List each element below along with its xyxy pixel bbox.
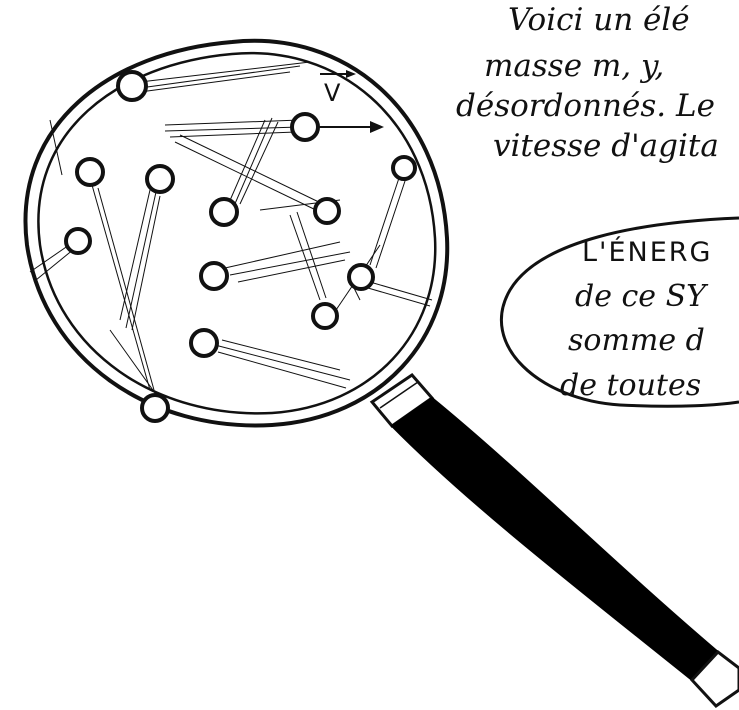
bubble-line-2: de ce SY — [575, 279, 709, 314]
molecule — [77, 159, 103, 185]
molecule — [66, 229, 90, 253]
bubble-line-3: somme d — [568, 323, 705, 358]
molecule — [315, 199, 339, 223]
molecule — [313, 304, 337, 328]
intro-line-2: masse m, y, — [484, 48, 664, 84]
molecule — [201, 263, 227, 289]
intro-line-3: désordonnés. Le — [456, 88, 715, 124]
intro-text-block: Voici un élé masse m, y, désordonnés. Le… — [456, 2, 719, 164]
molecule — [147, 166, 173, 192]
molecule — [349, 265, 373, 289]
intro-line-1: Voici un élé — [508, 2, 690, 38]
intro-line-4: vitesse d'agita — [493, 128, 719, 164]
handle-grip — [392, 398, 718, 680]
molecule — [292, 114, 318, 140]
molecule — [142, 395, 168, 421]
magnifier-handle — [372, 375, 739, 706]
bubble-line-4: de toutes — [560, 368, 701, 403]
molecule — [211, 199, 237, 225]
bubble-line-1: L'ÉNERG — [582, 236, 712, 268]
vector-label: V — [324, 79, 341, 107]
molecule — [118, 72, 146, 100]
molecule — [191, 330, 217, 356]
molecule — [393, 157, 415, 179]
